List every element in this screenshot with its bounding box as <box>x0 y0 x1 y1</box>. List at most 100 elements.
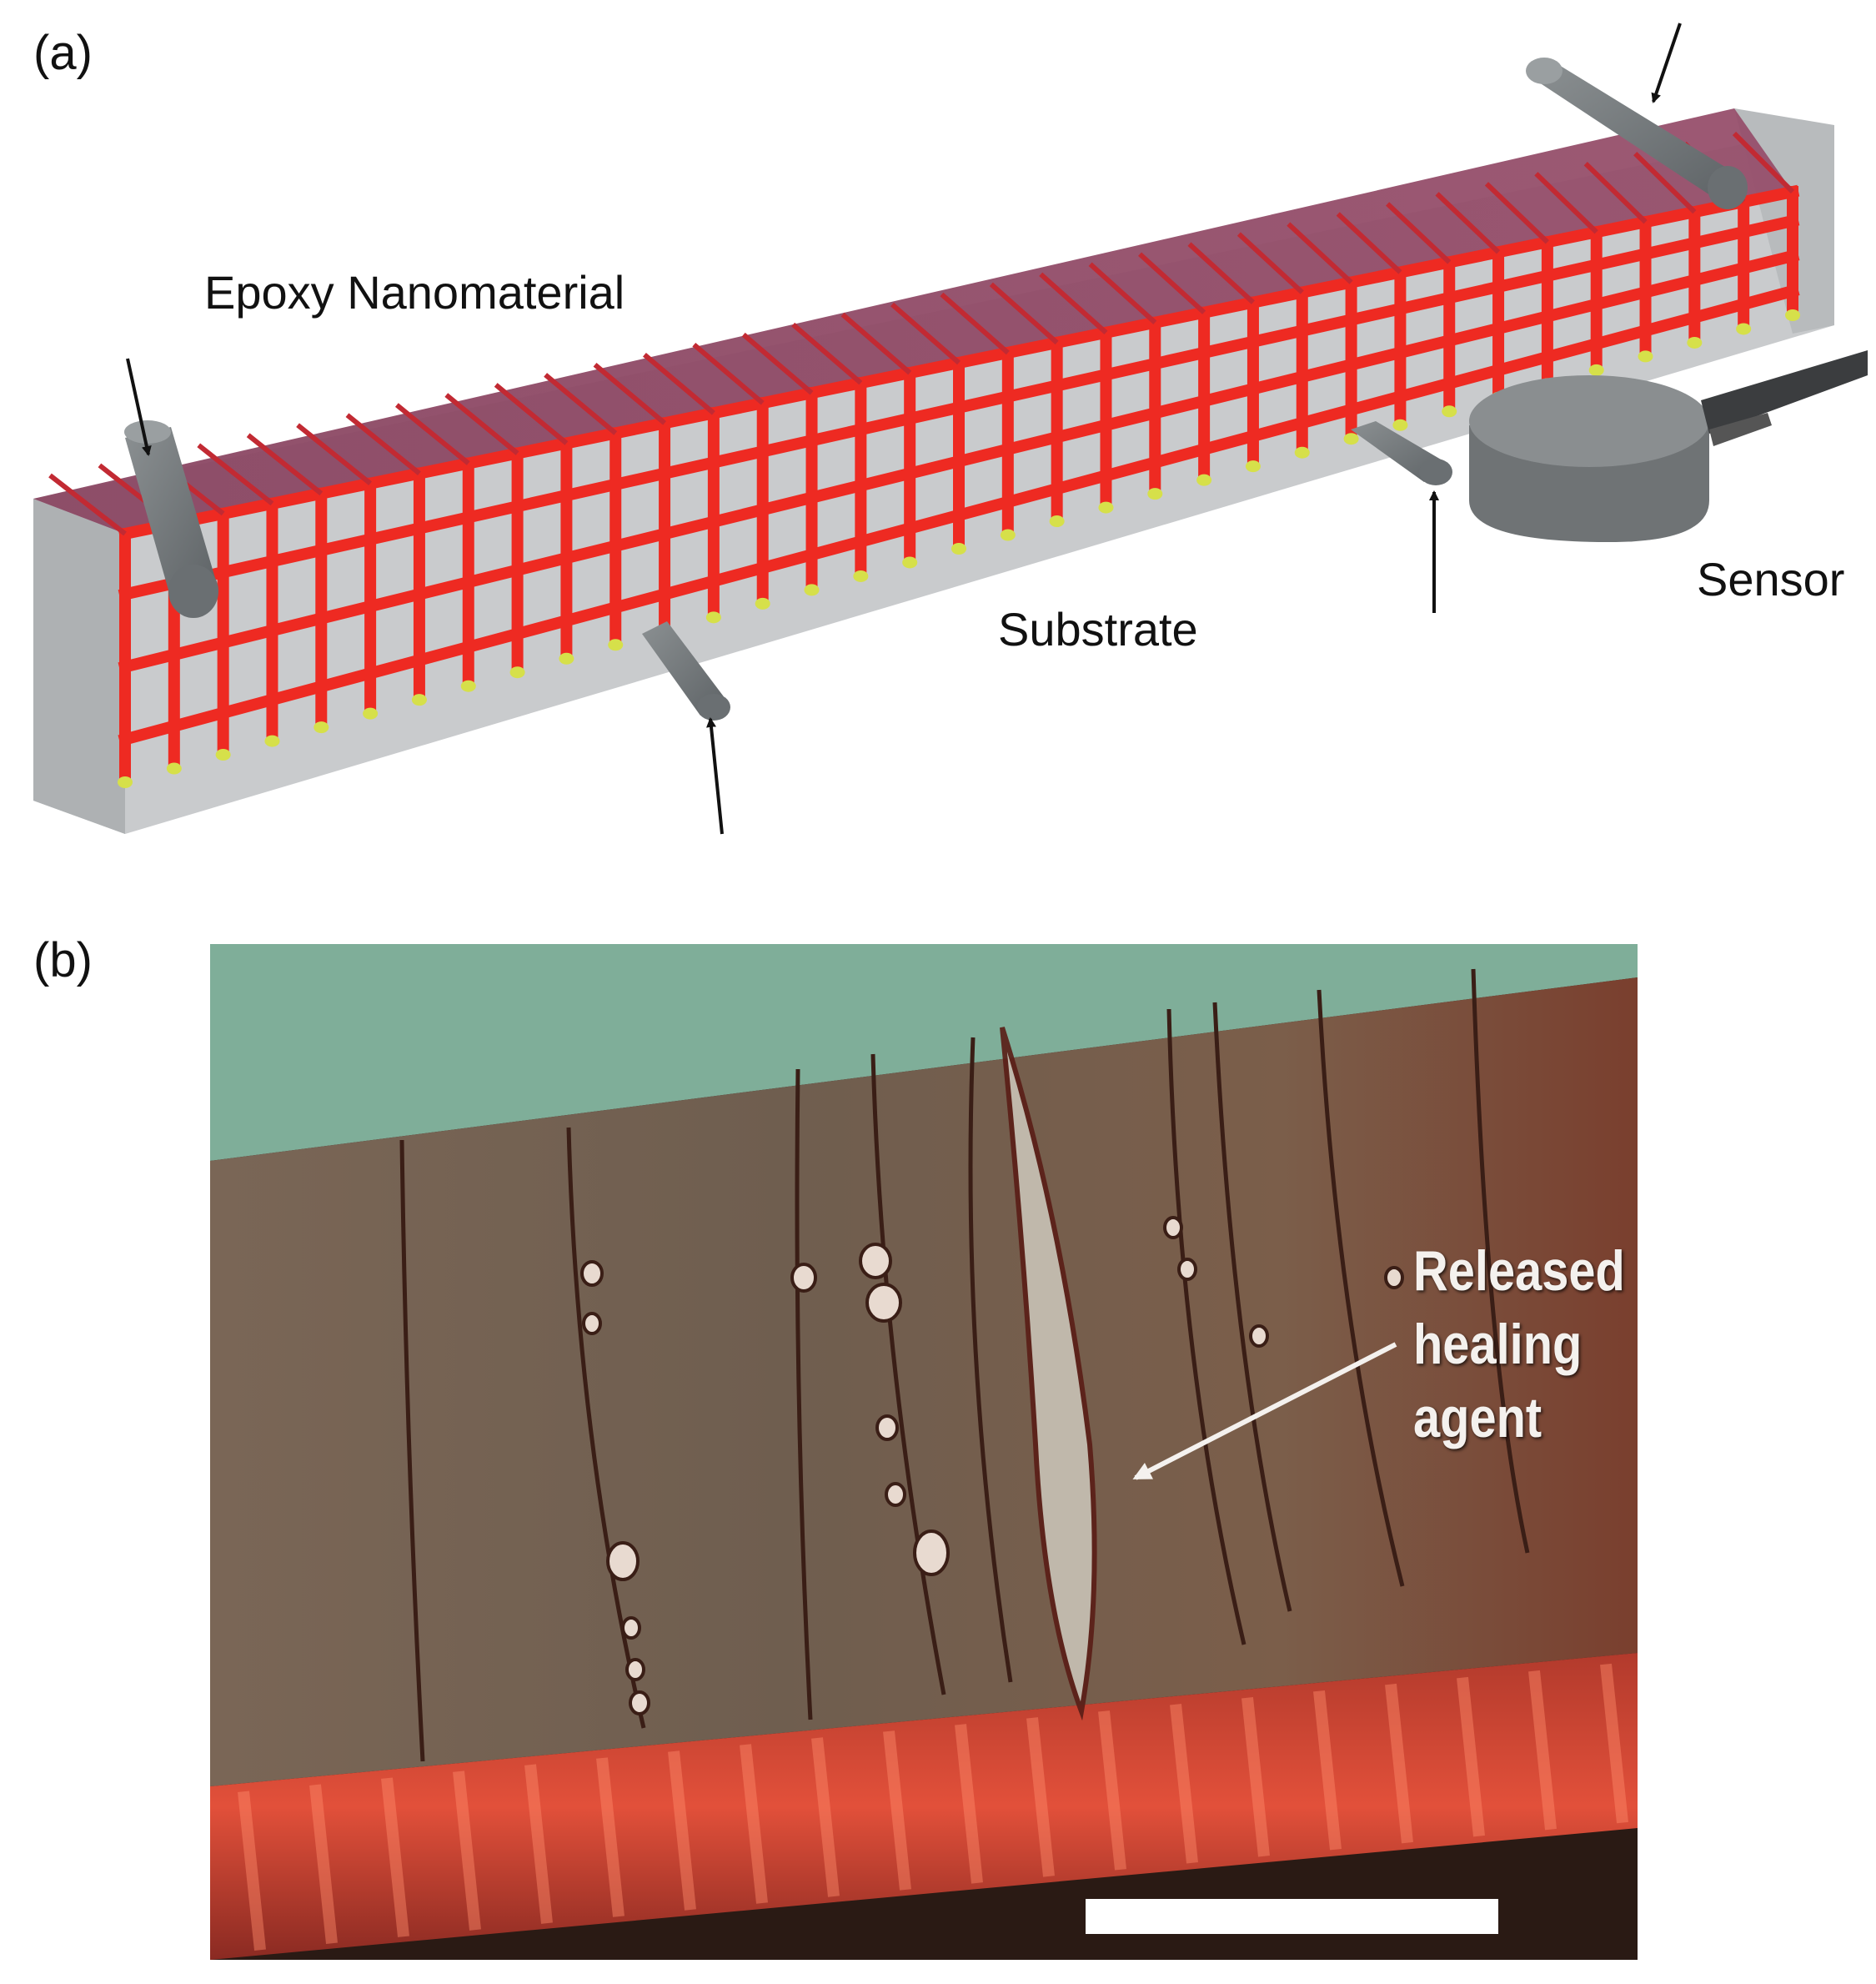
lattice-rib <box>1138 252 1206 314</box>
lattice-node <box>1147 488 1163 500</box>
band-stripe <box>1528 1670 1557 1831</box>
lattice-rib <box>1583 162 1648 224</box>
callout-line-3: agent <box>1413 1386 1542 1449</box>
lattice-rib <box>1088 262 1157 324</box>
lattice-node <box>1000 529 1016 541</box>
specimen-face <box>210 977 1638 1786</box>
lattice-node <box>1442 405 1457 418</box>
callout-released-healing-agent: Released healing agent <box>1413 1234 1625 1454</box>
scale-bar <box>1086 1899 1498 1934</box>
band-stripe <box>524 1764 553 1924</box>
red-lattice-band <box>210 1653 1638 1960</box>
panel-b-letter: (b) <box>33 933 93 987</box>
lattice-node <box>460 680 476 692</box>
roller-top-right <box>1526 58 1748 209</box>
beam-schematic <box>33 23 1868 835</box>
lattice-rib <box>1236 232 1304 294</box>
sensor-device <box>1469 350 1868 542</box>
band-stripe <box>1241 1697 1270 1857</box>
band-stripe <box>1170 1704 1198 1864</box>
lattice-node <box>559 652 574 665</box>
lattice-rib <box>791 322 863 385</box>
lattice-rib <box>544 373 618 435</box>
lattice-rib <box>394 403 470 465</box>
panel-a-letter: (a) <box>33 26 93 80</box>
lattice-rib <box>890 302 961 365</box>
callout-line-2: healing <box>1413 1313 1583 1376</box>
band-stripe <box>1026 1717 1055 1877</box>
band-stripe <box>1600 1663 1628 1824</box>
lattice-node <box>902 556 918 569</box>
band-stripes <box>238 1663 1628 1951</box>
droplets <box>580 1216 1404 1715</box>
lattice-node <box>1098 501 1114 514</box>
band-stripe <box>1385 1683 1413 1844</box>
lattice-rib <box>643 353 715 415</box>
photo-background <box>210 944 1638 1161</box>
band-stripe <box>668 1750 696 1911</box>
lattice-rib <box>494 383 569 445</box>
lattice-node <box>166 762 182 775</box>
arrow-bottom-left-roller <box>706 717 724 835</box>
band-stripe <box>740 1744 768 1904</box>
lattice-rib <box>197 443 274 506</box>
cracks <box>399 968 1530 1762</box>
lattice-node <box>1736 323 1752 335</box>
label-epoxy-nanomaterial: Epoxy Nanomaterial <box>204 266 625 319</box>
lattice-node <box>215 749 231 761</box>
lattice-rib <box>989 282 1059 345</box>
lattice-rib <box>48 473 127 536</box>
band-stripe <box>596 1757 624 1917</box>
lattice-node <box>1245 460 1261 473</box>
label-sensor: Sensor <box>1697 553 1845 605</box>
lattice-node <box>314 721 329 734</box>
lattice-rib <box>444 393 519 455</box>
roller-left <box>124 420 218 618</box>
lattice-nodes <box>118 309 1800 788</box>
lattice-rib <box>296 423 372 486</box>
lattice-rib <box>1386 202 1452 264</box>
lattice-node <box>951 543 966 555</box>
lattice-rib <box>593 363 666 425</box>
lattice-rib <box>1336 212 1402 274</box>
lattice-node <box>608 639 624 651</box>
lattice-top <box>48 131 1795 536</box>
healing-agent-arrow <box>1132 1342 1397 1480</box>
lattice-node <box>705 611 721 624</box>
lattice-rib <box>840 312 912 375</box>
lattice-node <box>853 570 869 582</box>
arrows <box>126 23 1682 835</box>
lattice-node <box>1049 515 1065 528</box>
lattice-rib <box>246 433 324 496</box>
lattice-node <box>1196 474 1212 486</box>
lattice-rib <box>1484 182 1549 244</box>
band-stripe <box>1457 1676 1485 1837</box>
lattice-node <box>411 694 427 706</box>
callout-line-1: Released <box>1413 1239 1625 1303</box>
lattice-rib <box>1187 242 1255 304</box>
lattice-rib <box>1435 192 1501 254</box>
lattice-rib <box>1732 131 1795 194</box>
lattice-rib <box>940 292 1010 355</box>
released-healing-agent-crack <box>1000 1027 1097 1721</box>
lattice-rib <box>1039 272 1108 335</box>
band-stripe <box>381 1777 409 1937</box>
lattice-node <box>1785 309 1800 321</box>
band-stripe <box>811 1737 840 1897</box>
arrow-top-roller <box>1651 23 1682 103</box>
label-substrate: Substrate <box>998 603 1198 655</box>
band-stripe <box>453 1771 481 1931</box>
lattice-node <box>118 776 133 788</box>
lattice-node <box>1588 364 1604 376</box>
lattice-front <box>118 184 1800 781</box>
band-stripe <box>1313 1690 1342 1851</box>
lattice-node <box>755 597 770 610</box>
lattice-node <box>1294 446 1310 459</box>
lattice-rib <box>1287 222 1353 284</box>
lattice-rib <box>1633 151 1697 214</box>
band-stripe <box>1098 1710 1126 1871</box>
roller-bottom-left <box>642 621 730 721</box>
band-stripe <box>883 1730 911 1891</box>
lattice-node <box>804 584 820 596</box>
band-stripe <box>309 1784 338 1944</box>
